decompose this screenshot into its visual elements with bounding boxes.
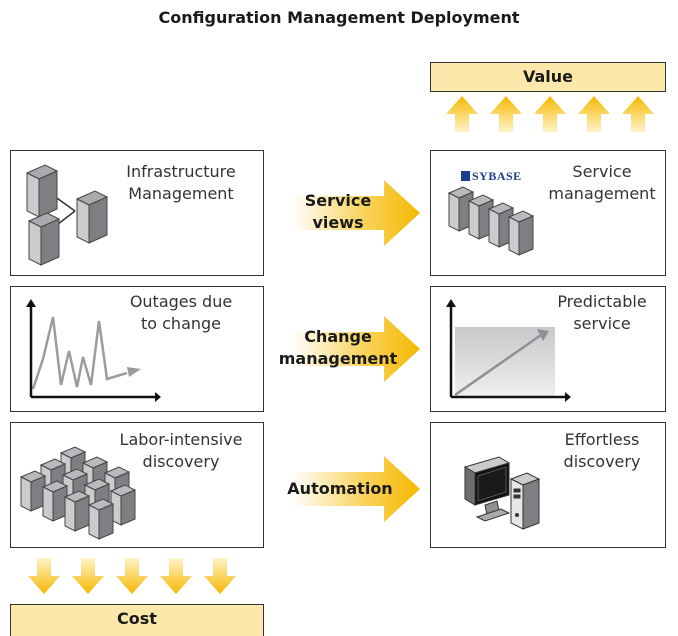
- down-arrow-5: [204, 558, 236, 594]
- up-arrow-5: [622, 96, 654, 132]
- transition-label-1: Service views: [304, 191, 372, 232]
- right-panel-label-2: Predictable service: [557, 292, 647, 333]
- left-panel-label-1: Infrastructure Management: [126, 162, 236, 203]
- right-panel-effortless: Effortless discovery: [430, 422, 666, 548]
- up-arrow-3: [534, 96, 566, 132]
- value-up-arrows: [446, 96, 654, 132]
- right-panel-label-1: Service management: [548, 162, 656, 203]
- transition-label-2: Change management: [278, 327, 398, 368]
- volatile-line-chart-icon: [26, 299, 161, 402]
- transition-arrow-2: [292, 316, 420, 382]
- left-panel-infrastructure: Infrastructure Management: [10, 150, 264, 276]
- left-panel-label-2: Outages due to change: [129, 292, 233, 333]
- up-arrow-1: [446, 96, 478, 132]
- down-arrow-3: [116, 558, 148, 594]
- right-panel-predictable: Predictable service: [430, 286, 666, 412]
- transition-arrow-3: [292, 456, 420, 522]
- down-arrow-1: [28, 558, 60, 594]
- up-arrow-2: [490, 96, 522, 132]
- right-panel-label-3: Effortless discovery: [563, 430, 641, 471]
- down-arrow-4: [160, 558, 192, 594]
- right-panel-service-management: Service management SYBASE: [430, 150, 666, 276]
- server-rack-icon: [447, 186, 535, 256]
- cost-label: Cost: [117, 609, 157, 628]
- transition-label-3: Automation: [287, 479, 393, 498]
- desktop-computer-icon: [463, 456, 541, 530]
- up-arrow-4: [578, 96, 610, 132]
- diagram-title: Configuration Management Deployment: [158, 8, 520, 27]
- sybase-logo-text: SYBASE: [472, 169, 522, 183]
- sybase-logo: SYBASE: [461, 169, 522, 184]
- networked-servers-icon: [25, 164, 109, 266]
- value-label: Value: [522, 67, 574, 86]
- server-cluster-icon: [19, 446, 137, 540]
- sybase-logo-mark: [461, 171, 470, 181]
- steady-growth-chart-icon: [446, 299, 571, 402]
- transition-arrow-1: [292, 180, 420, 246]
- cost-down-arrows: [28, 558, 236, 594]
- left-panel-outages: Outages due to change: [10, 286, 264, 412]
- down-arrow-2: [72, 558, 104, 594]
- left-panel-discovery: Labor-intensive discovery: [10, 422, 264, 548]
- value-bar: Value: [430, 62, 666, 92]
- left-panel-label-3: Labor-intensive discovery: [119, 430, 243, 471]
- cost-bar: Cost: [10, 604, 264, 636]
